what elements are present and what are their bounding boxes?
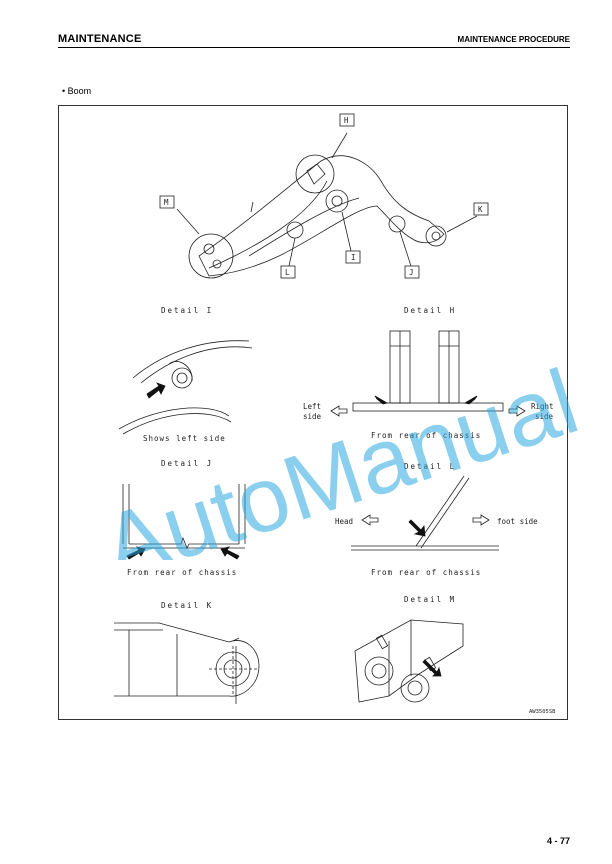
- svg-text:L: L: [285, 268, 290, 277]
- svg-text:From rear of chassis: From rear of chassis: [371, 431, 481, 440]
- svg-text:From rear of chassis: From rear of chassis: [127, 568, 237, 577]
- svg-text:Detail K: Detail K: [161, 601, 213, 610]
- detail-j: Detail J From rear of chassis: [122, 459, 246, 577]
- boom-overview: [176, 132, 478, 279]
- page-number: 4 - 77: [546, 836, 570, 846]
- svg-text:J: J: [409, 268, 414, 277]
- figure-frame: H M K L I J Detail I Shows left side Det…: [58, 105, 568, 720]
- svg-text:Detail H: Detail H: [404, 306, 456, 315]
- svg-text:Left: Left: [303, 402, 321, 411]
- svg-text:foot side: foot side: [497, 517, 538, 526]
- svg-text:K: K: [478, 205, 483, 214]
- svg-text:Detail L: Detail L: [404, 462, 456, 471]
- svg-text:H: H: [344, 116, 349, 125]
- svg-text:Detail I: Detail I: [161, 306, 213, 315]
- callout-l: L: [280, 265, 296, 279]
- figure-drawing: H M K L I J Detail I Shows left side Det…: [114, 113, 556, 715]
- detail-k: Detail K: [114, 601, 260, 704]
- callout-j: J: [404, 265, 420, 279]
- svg-text:Detail M: Detail M: [404, 595, 456, 604]
- svg-text:I: I: [351, 253, 356, 262]
- svg-text:Shows left side: Shows left side: [143, 434, 226, 443]
- svg-text:Detail J: Detail J: [161, 459, 213, 468]
- bullet-boom: • Boom: [62, 86, 92, 96]
- svg-text:side: side: [303, 412, 322, 421]
- svg-text:Right: Right: [531, 402, 554, 411]
- detail-m: Detail M: [354, 595, 464, 703]
- figure-code: AW3505SB: [529, 709, 556, 715]
- detail-l: Detail L Head foot side From rear of cha…: [335, 462, 538, 577]
- header-title: MAINTENANCE PROCEDURE: [457, 35, 570, 44]
- header-section: MAINTENANCE: [58, 33, 142, 45]
- detail-h: Detail H Left side Right side From rear …: [303, 306, 554, 440]
- svg-text:Head: Head: [335, 517, 353, 526]
- callout-h: H: [339, 113, 355, 127]
- callout-i: I: [345, 250, 361, 264]
- callout-k: K: [473, 202, 489, 216]
- callout-m: M: [159, 195, 175, 209]
- svg-text:M: M: [164, 198, 169, 207]
- detail-i: Detail I Shows left side: [118, 306, 253, 443]
- header-rule: [58, 47, 570, 48]
- svg-text:side: side: [535, 412, 554, 421]
- svg-text:From rear of chassis: From rear of chassis: [371, 568, 481, 577]
